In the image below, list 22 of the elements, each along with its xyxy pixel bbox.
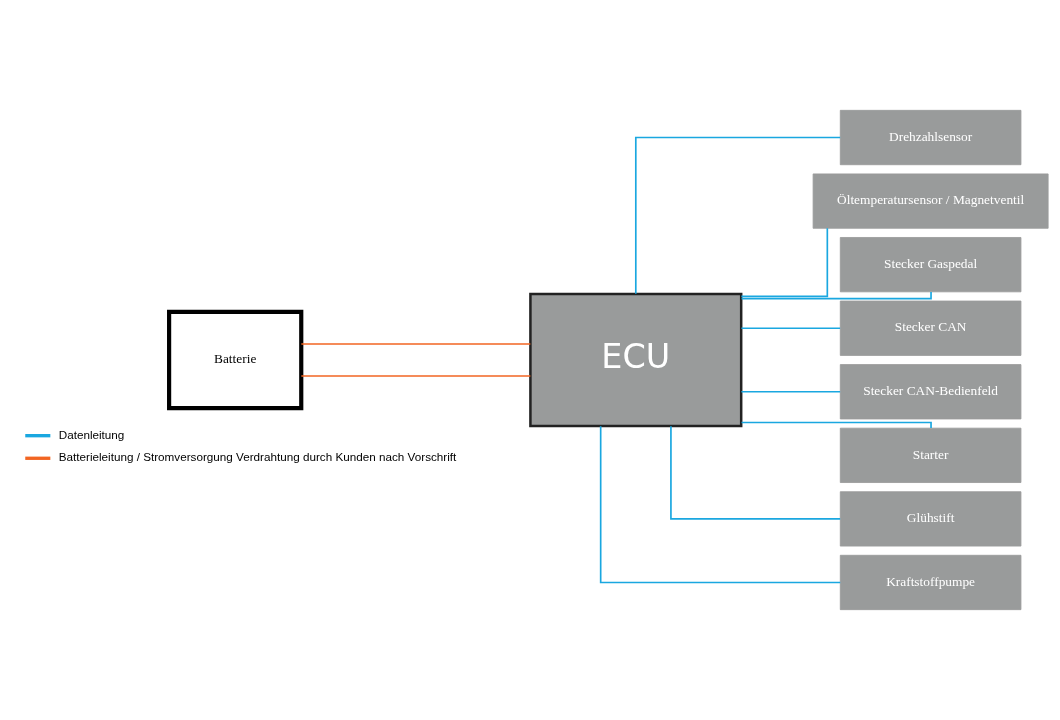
connector (740, 327, 841, 330)
node-box: Batterie (167, 309, 304, 411)
node-box: Öltemperatursensor / Magnetventil (812, 173, 1049, 229)
connector (740, 421, 932, 429)
connector (670, 425, 841, 520)
connector (634, 136, 841, 295)
node-box: Kraftstoffpumpe (839, 554, 1022, 611)
node-box: Drehzahlsensor (839, 109, 1022, 166)
connector (599, 425, 842, 584)
node-box: Stecker Gaspedal (839, 237, 1022, 293)
legend-label: Batterieleitung / Stromversorgung Verdrahtung durch Kunden nach Vorschrift (58, 450, 457, 464)
node-box: Stecker CAN-Bedienfeld (839, 364, 1022, 420)
node-box: Starter (839, 427, 1022, 483)
connector (740, 390, 841, 393)
connector (300, 343, 532, 345)
node-box: ECU (529, 292, 743, 428)
connector (300, 375, 532, 377)
connector (740, 227, 829, 298)
legend-label: Datenleitung (58, 427, 125, 441)
node-box: Stecker CAN (839, 300, 1022, 356)
node-box: Glühstift (839, 491, 1022, 547)
connector (740, 291, 932, 300)
